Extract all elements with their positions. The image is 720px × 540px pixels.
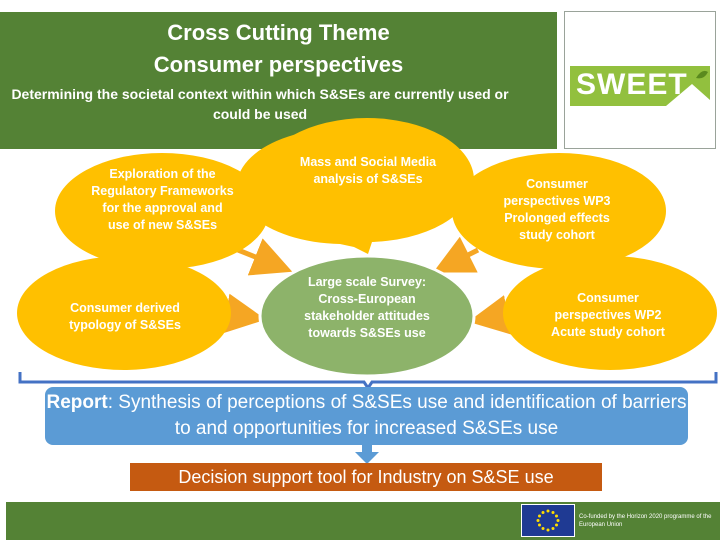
bubble-wp2 bbox=[503, 256, 717, 370]
sweet-logo: SWEET bbox=[570, 66, 710, 106]
bubble-regulatory bbox=[55, 153, 269, 269]
decision-box: Decision support tool for Industry on S&… bbox=[130, 463, 602, 491]
regulatory-label: Exploration of the Regulatory Frameworks… bbox=[91, 167, 234, 232]
survey-label: Large scale Survey: Cross-European stake… bbox=[304, 275, 430, 340]
logo-panel: SWEET bbox=[564, 11, 716, 149]
wp3-label: Consumer perspectives WP3 Prolonged effe… bbox=[503, 177, 611, 242]
bubble-typology bbox=[17, 256, 231, 370]
leaf-icon bbox=[666, 70, 710, 106]
arrow-typology bbox=[223, 293, 266, 334]
report-text: : Synthesis of perceptions of S&SEs use … bbox=[107, 392, 687, 439]
footer-bar bbox=[6, 502, 720, 540]
eu-flag-icon bbox=[521, 504, 575, 537]
arrow-regulatory bbox=[237, 238, 293, 276]
arrow-wp3 bbox=[433, 236, 480, 273]
wp2-label: Consumer perspectives WP2 Acute study co… bbox=[551, 291, 665, 339]
typology-label: Consumer derived typology of S&SEs bbox=[69, 301, 181, 332]
logo-text: SWEET bbox=[576, 68, 688, 101]
title-line-1: Cross Cutting Theme bbox=[167, 20, 390, 45]
report-box: Report: Synthesis of perceptions of S&SE… bbox=[45, 387, 688, 445]
bubble-wp3 bbox=[452, 153, 666, 269]
title-line-2: Consumer perspectives bbox=[153, 52, 404, 77]
media-label: Mass and Social Media analysis of S&SEs bbox=[299, 155, 437, 186]
subtitle: Determining the societal context within … bbox=[11, 86, 509, 122]
bubble-survey bbox=[258, 254, 476, 378]
header-panel: Cross Cutting Theme Consumer perspective… bbox=[0, 12, 557, 149]
eu-funding-text: Co-funded by the Horizon 2020 programme … bbox=[579, 514, 712, 528]
report-label: Report bbox=[46, 392, 108, 413]
theme-diagram bbox=[17, 118, 718, 391]
down-arrow-icon bbox=[355, 444, 379, 464]
